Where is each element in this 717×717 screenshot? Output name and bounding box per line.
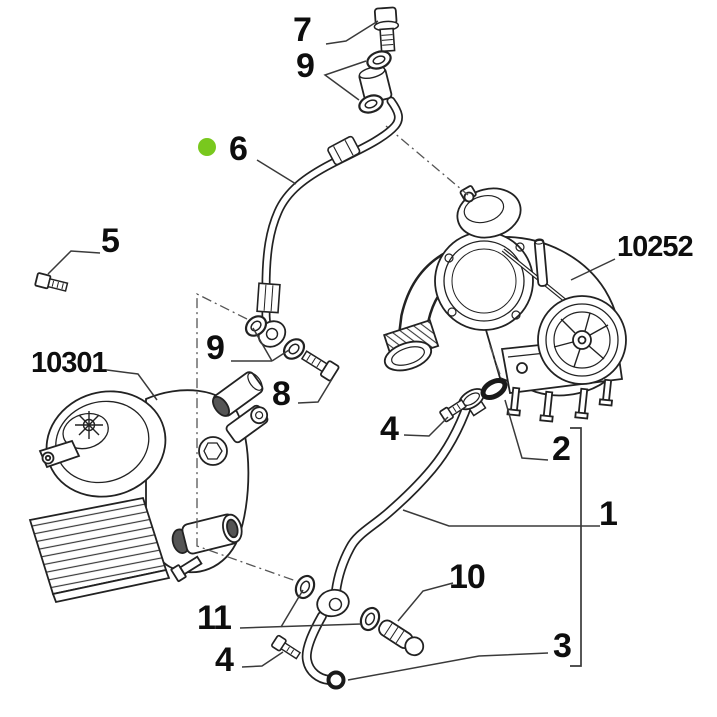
- o-ring-3: [326, 670, 346, 690]
- group-bracket-1-2-3: [570, 427, 582, 667]
- banjo-bolt-7: [373, 6, 400, 53]
- callout-10252[interactable]: 10252: [617, 231, 694, 263]
- callout-6[interactable]: 6: [229, 130, 248, 168]
- leader-8: [297, 378, 333, 404]
- filter-cap: [45, 390, 167, 498]
- callout-8[interactable]: 8: [272, 375, 291, 413]
- oil-return-pipe-1: [301, 388, 487, 685]
- leader-3: [347, 652, 549, 681]
- leader-10252: [570, 258, 616, 281]
- callout-4-bottom[interactable]: 4: [215, 641, 234, 679]
- oil-filter-housing-10301: [28, 371, 269, 604]
- turbo-pin-fitting: [533, 238, 549, 287]
- callout-10[interactable]: 10: [449, 558, 486, 596]
- leader-6: [256, 159, 297, 185]
- callout-3[interactable]: 3: [553, 627, 572, 665]
- bolt-4-bottom: [271, 634, 302, 660]
- washer-9-bottom-a: [244, 315, 268, 337]
- leader-4-bottom: [241, 651, 284, 668]
- selected-part-marker: [198, 138, 216, 156]
- leader-10: [397, 582, 454, 622]
- bolt-10: [378, 619, 425, 657]
- washer-9-bottom-b: [282, 338, 306, 360]
- banjo-bolt-8: [300, 350, 340, 382]
- pipe6-hex-sleeve: [256, 282, 281, 314]
- housing-port-upper: [212, 371, 264, 417]
- housing-small-bolt: [170, 555, 203, 582]
- leader-11: [239, 623, 362, 629]
- callout-9-bottom[interactable]: 9: [206, 329, 225, 367]
- washer-11-a: [294, 574, 316, 600]
- wastegate-actuator: [456, 187, 522, 239]
- leader-4-top: [403, 416, 449, 437]
- turbine-outlet: [537, 295, 627, 385]
- callout-10301[interactable]: 10301: [31, 347, 108, 379]
- leader-10301: [106, 369, 158, 401]
- callout-2[interactable]: 2: [552, 430, 571, 468]
- leader-9-top: [323, 60, 367, 101]
- washer-11-b: [359, 606, 381, 632]
- housing-port-mid: [225, 404, 269, 444]
- bolt-4-top: [439, 399, 467, 423]
- compressor-housing: [434, 231, 534, 331]
- leader-1: [402, 509, 600, 527]
- callout-1[interactable]: 1: [599, 495, 618, 533]
- washer-9-top-b: [358, 94, 384, 114]
- leader-7: [325, 20, 379, 45]
- leader-2: [504, 399, 549, 461]
- housing-port-lower: [171, 513, 243, 555]
- callout-5[interactable]: 5: [101, 222, 120, 260]
- turbocharger-10252: [383, 185, 627, 423]
- o-ring-2: [480, 377, 508, 401]
- leader-5: [47, 250, 101, 275]
- leader-lines: [47, 20, 616, 681]
- pipe6-union: [327, 135, 361, 166]
- pipe1-banjo-eye: [316, 588, 350, 618]
- washer-9-top-a: [366, 50, 392, 70]
- assembly-axis-lines: [196, 125, 503, 582]
- callout-9-top[interactable]: 9: [296, 47, 315, 85]
- bolt-5: [34, 272, 69, 292]
- callout-7[interactable]: 7: [293, 11, 312, 49]
- oil-cooler-block: [28, 496, 171, 604]
- callout-4-top[interactable]: 4: [380, 410, 399, 448]
- callout-11[interactable]: 11: [197, 599, 232, 637]
- filter-cap-star: [75, 411, 103, 439]
